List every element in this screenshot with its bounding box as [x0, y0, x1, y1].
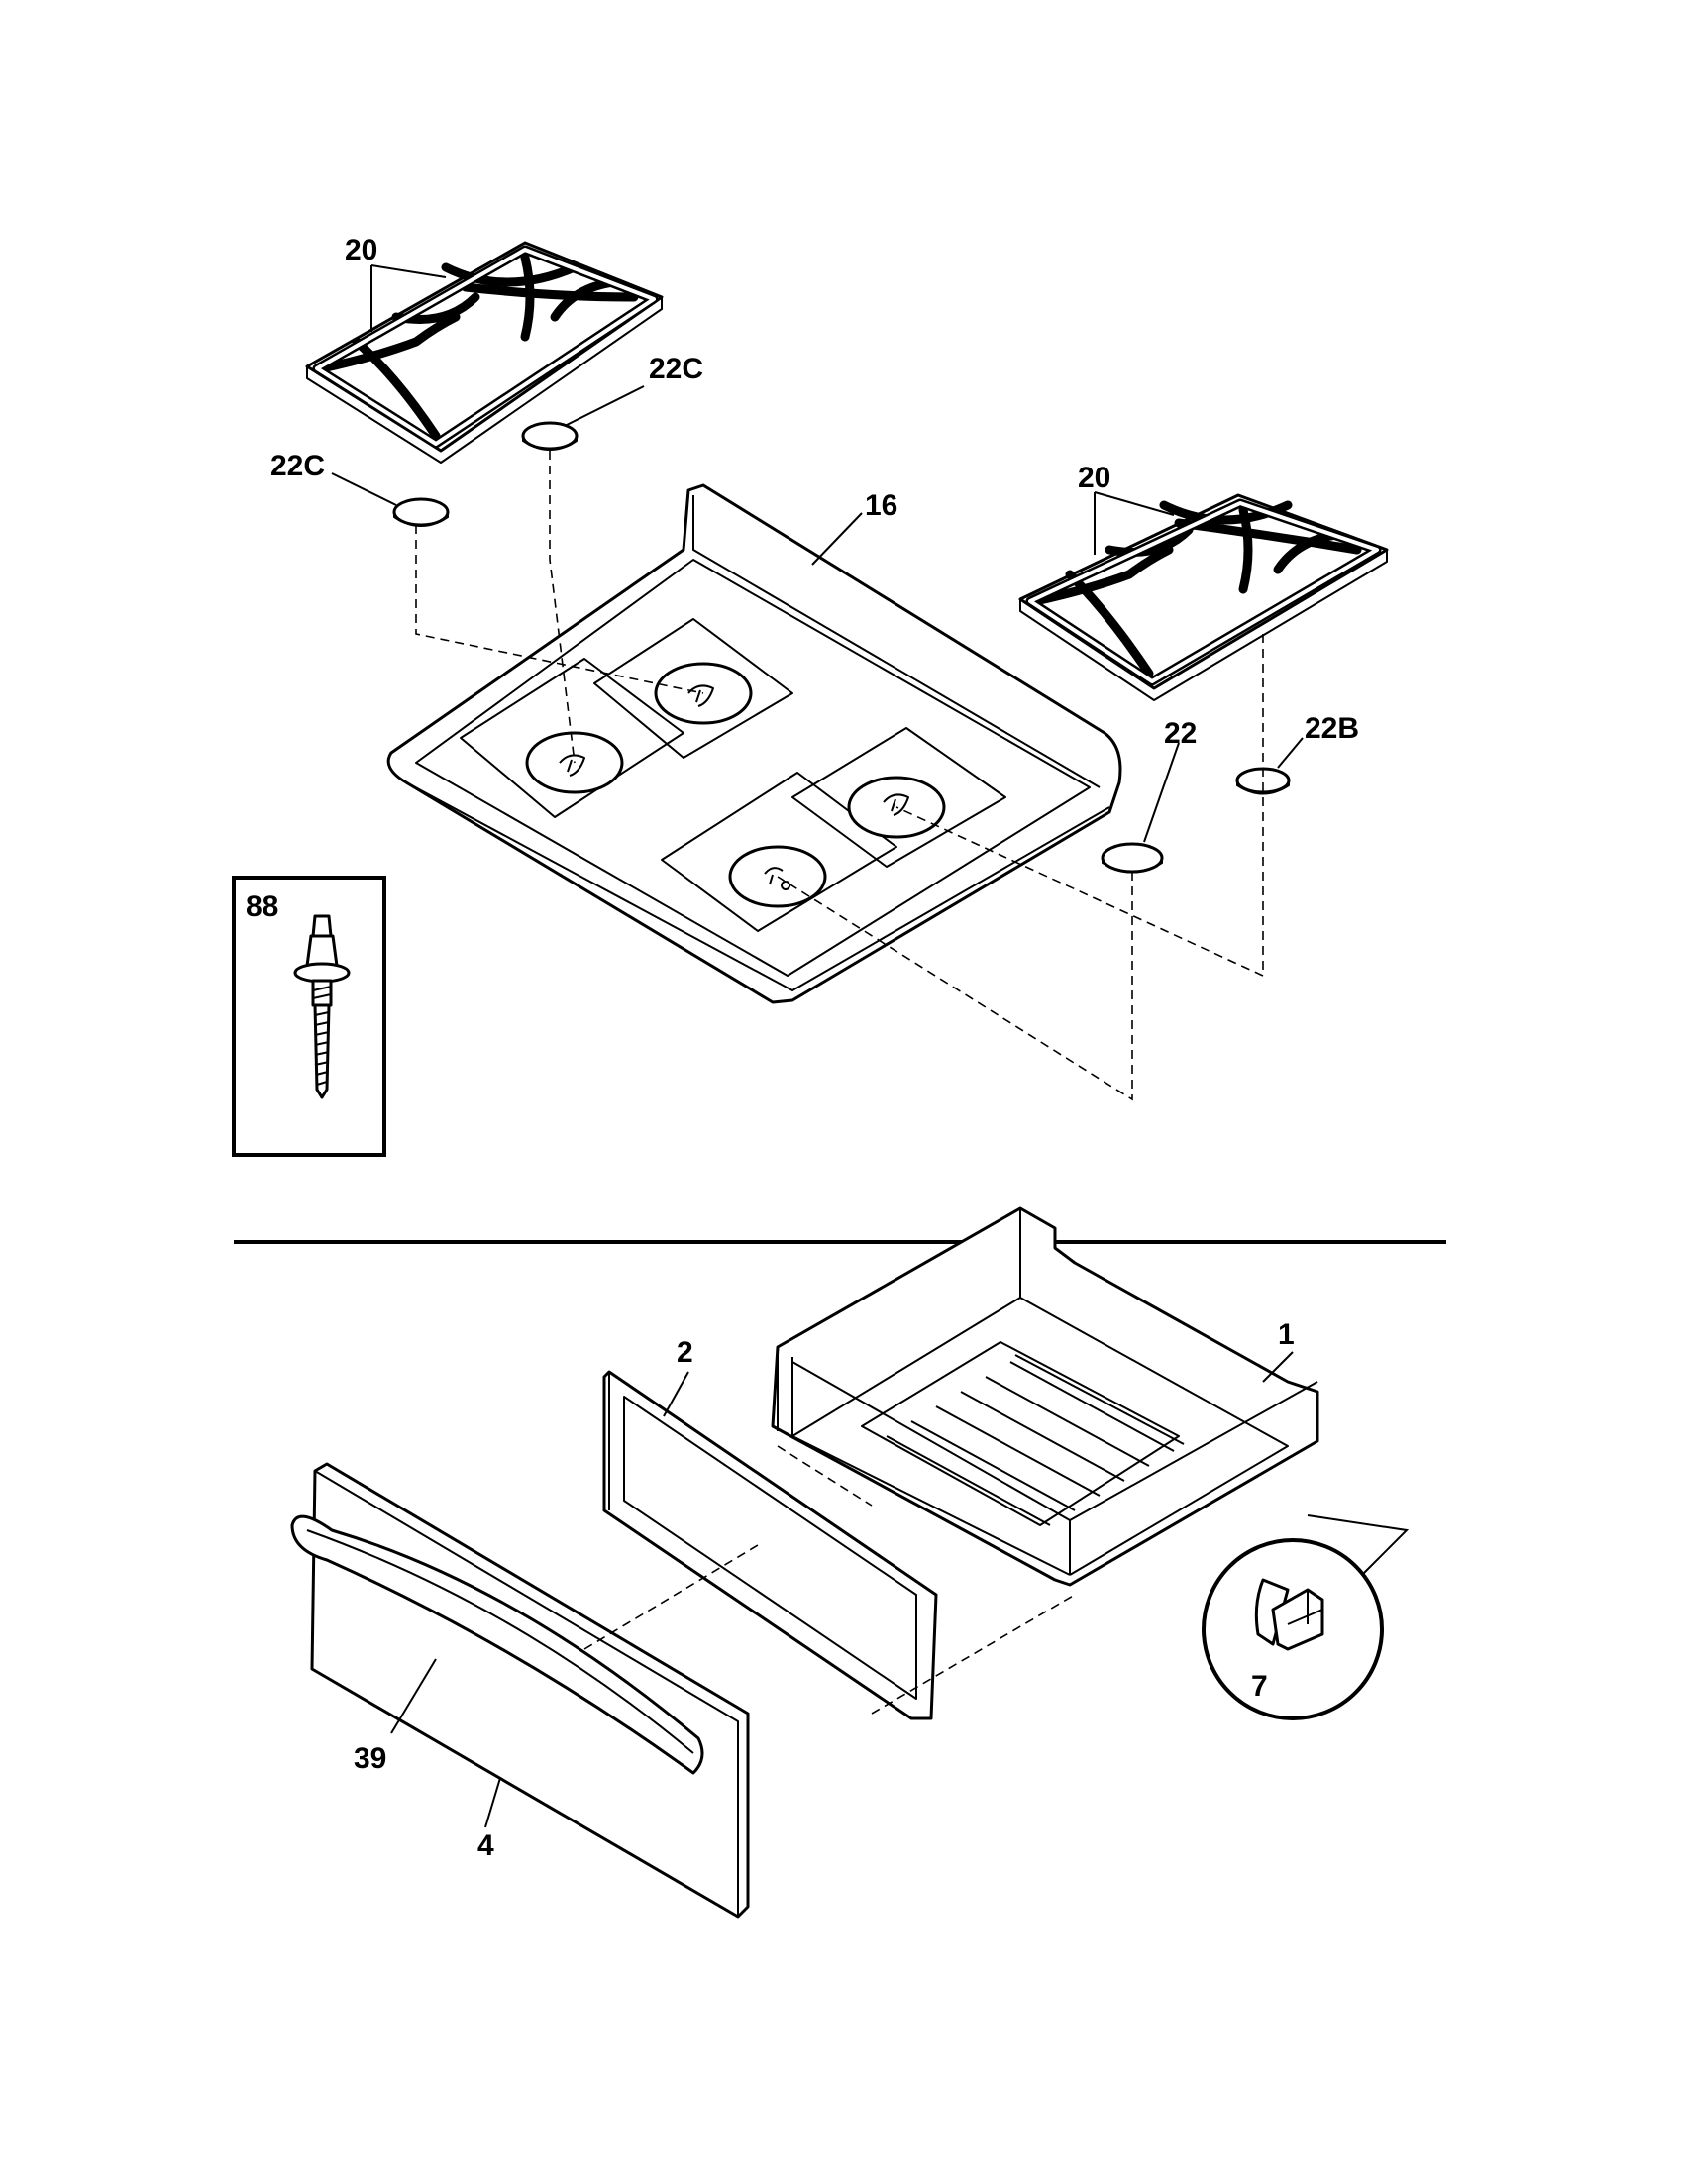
callout-22: 22 — [1164, 717, 1197, 750]
drawer-body — [771, 1206, 1319, 1587]
burner-grate-left — [305, 241, 664, 464]
callout-22c-right: 22C — [649, 353, 703, 385]
callout-39: 39 — [354, 1742, 386, 1775]
callout-20-left: 20 — [345, 234, 377, 266]
explode-lines-bottom — [583, 1445, 1076, 1715]
callout-20-right: 20 — [1078, 462, 1110, 494]
callout-7: 7 — [1251, 1670, 1268, 1703]
callout-4: 4 — [477, 1829, 494, 1862]
screw-inset — [232, 876, 386, 1157]
shoulder-screw-icon — [293, 914, 351, 1099]
burner-cap-22 — [1101, 842, 1164, 874]
clip-icon — [1254, 1578, 1324, 1651]
drawer-clip-inset — [1202, 1538, 1384, 1720]
callout-1: 1 — [1278, 1318, 1295, 1351]
callout-2: 2 — [677, 1336, 693, 1369]
drawer-liner-frame — [602, 1370, 938, 1720]
callout-22c-left: 22C — [270, 450, 325, 482]
burner-cap-22c-a — [392, 497, 450, 527]
callout-88: 88 — [246, 890, 278, 923]
callout-16: 16 — [865, 489, 897, 522]
callout-22b: 22B — [1305, 712, 1359, 745]
cooktop-panel — [386, 483, 1122, 1004]
drawer-handle — [290, 1514, 704, 1775]
burner-cap-22c-b — [521, 421, 579, 451]
explode-lines-top — [415, 451, 1264, 1101]
leaders-top — [331, 264, 1304, 843]
burner-grate-right — [1018, 493, 1389, 701]
leaders-bottom — [390, 1351, 1410, 1828]
